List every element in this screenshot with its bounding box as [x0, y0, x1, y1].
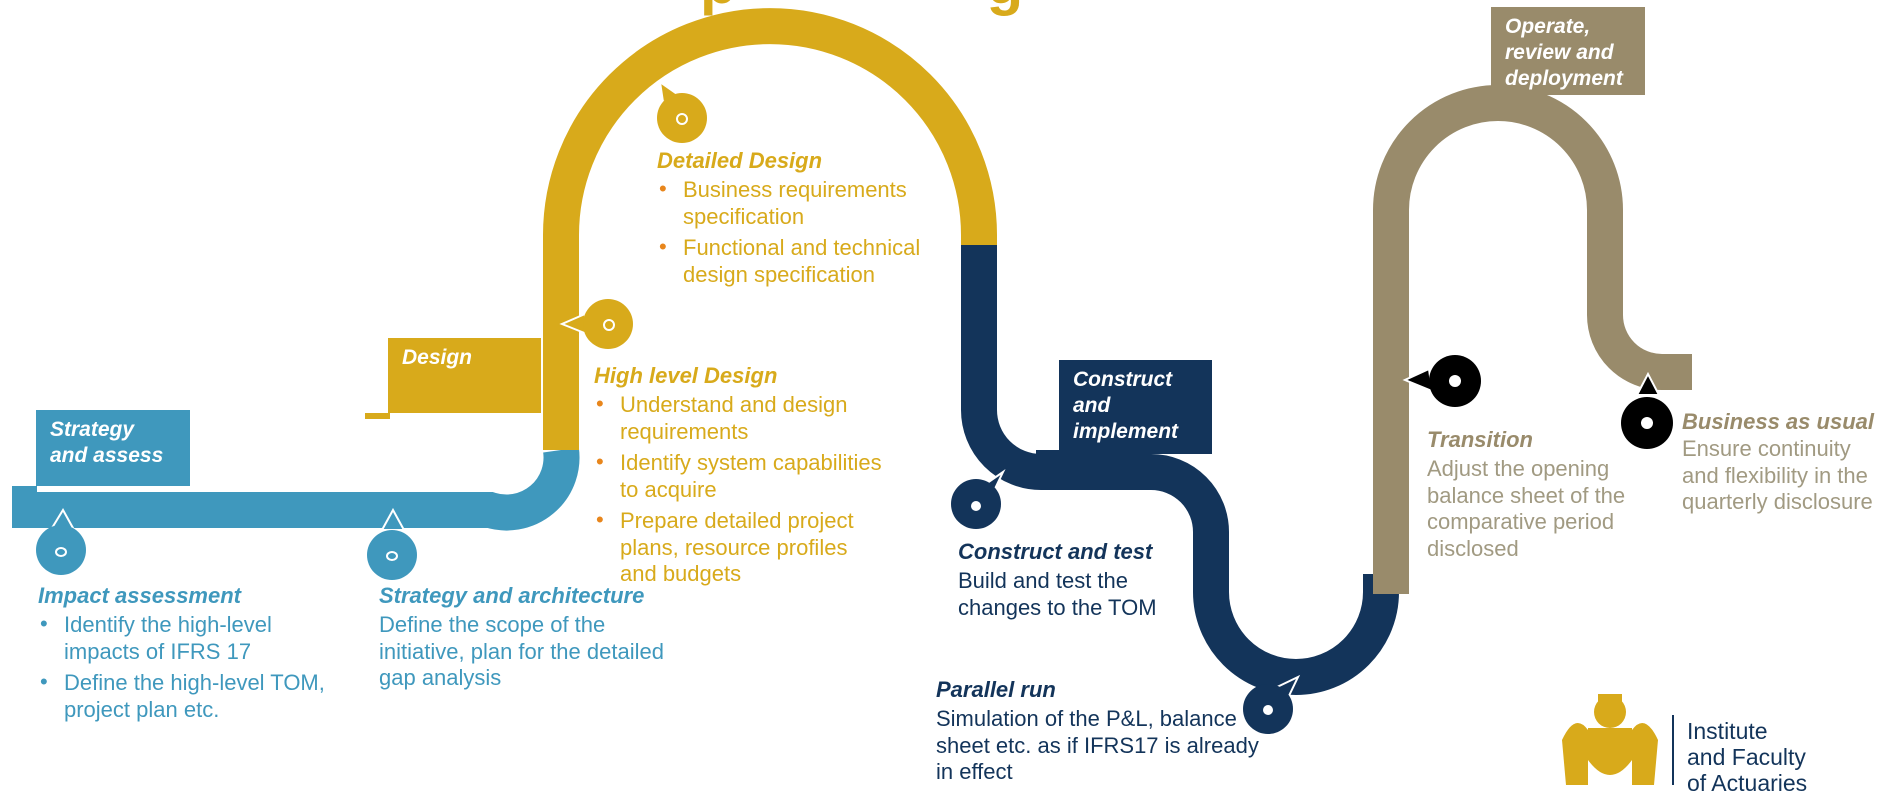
step-construct-test-text: Build and test the changes to the TOM [958, 568, 1157, 620]
bullet-item: Functional and technical design specific… [657, 234, 957, 288]
bullet-item: Understand and design requirements [594, 391, 884, 445]
logo-line: Institute [1687, 718, 1768, 744]
marker-transition-icon [1402, 355, 1481, 407]
phase-design-label: Design [402, 346, 473, 369]
phase-construct-box: Construct and implement [1059, 360, 1212, 454]
step-transition-text: Adjust the opening balance sheet of the … [1427, 456, 1626, 561]
iofa-crest-icon [1562, 694, 1658, 785]
step-parallel-text: Simulation of the P&L, balance sheet etc… [936, 706, 1259, 784]
marker-high-level-icon [559, 299, 633, 349]
phase-construct-label: Construct and implement [1073, 368, 1179, 443]
bullet-item: Define the high-level TOM, project plan … [38, 669, 338, 723]
bullet-item: Identify the high-level impacts of IFRS … [38, 611, 338, 665]
step-bau-title: Business as usual [1682, 409, 1874, 434]
marker-construct-test-icon [951, 469, 1006, 529]
marker-detailed-icon [657, 79, 707, 143]
step-detailed-design: Detailed Design Business requirements sp… [657, 147, 957, 293]
page-title-partial: pg [700, 0, 1023, 13]
phase-design-box: Design [388, 338, 541, 413]
step-construct-test-title: Construct and test [958, 539, 1153, 564]
step-impact-assessment: Impact assessment Identify the high-leve… [38, 582, 338, 728]
step-parallel-run: Parallel run Simulation of the P&L, bala… [936, 676, 1276, 786]
step-business-as-usual: Business as usual Ensure continuity and … [1682, 408, 1892, 516]
step-bau-text: Ensure continuity and flexibility in the… [1682, 436, 1873, 514]
step-high-level-design: High level Design Understand and design … [594, 362, 884, 593]
road-segment-design [543, 8, 997, 450]
marker-parallel-icon [1243, 674, 1301, 734]
phase-strategy-box: Strategy and assess [36, 410, 190, 486]
road-segment-construct [961, 245, 1399, 695]
step-high-level-title: High level Design [594, 363, 778, 388]
phase-operate-box: Operate, review and deployment [1491, 7, 1645, 95]
marker-bau-icon [1621, 371, 1673, 449]
phase-strategy-label: Strategy and assess [50, 418, 164, 467]
logo-line: of Actuaries [1687, 770, 1808, 796]
step-impact-title: Impact assessment [38, 583, 241, 608]
logo-line: and Faculty [1687, 744, 1806, 770]
phase-operate-label: Operate, review and deployment [1505, 15, 1623, 90]
road-segment-strategy [12, 447, 580, 531]
bullet-item: Identify system capabilities to acquire [594, 449, 884, 503]
road-segment-operate [1373, 85, 1692, 594]
step-detailed-title: Detailed Design [657, 148, 823, 173]
step-parallel-title: Parallel run [936, 677, 1056, 702]
step-strategy-arch-text: Define the scope of the initiative, plan… [379, 612, 664, 690]
step-transition: Transition Adjust the opening balance sh… [1427, 426, 1632, 562]
iofa-logo-text: Institute and Faculty of Actuaries [1687, 718, 1807, 796]
bullet-item: Business requirements specification [657, 176, 957, 230]
marker-impact-icon [36, 508, 86, 575]
bullet-item: Prepare detailed project plans, resource… [594, 507, 884, 588]
step-transition-title: Transition [1427, 427, 1533, 452]
step-strategy-architecture: Strategy and architecture Define the sco… [379, 582, 669, 692]
marker-strategy-arch-icon [367, 507, 417, 580]
step-construct-test: Construct and test Build and test the ch… [958, 538, 1188, 621]
